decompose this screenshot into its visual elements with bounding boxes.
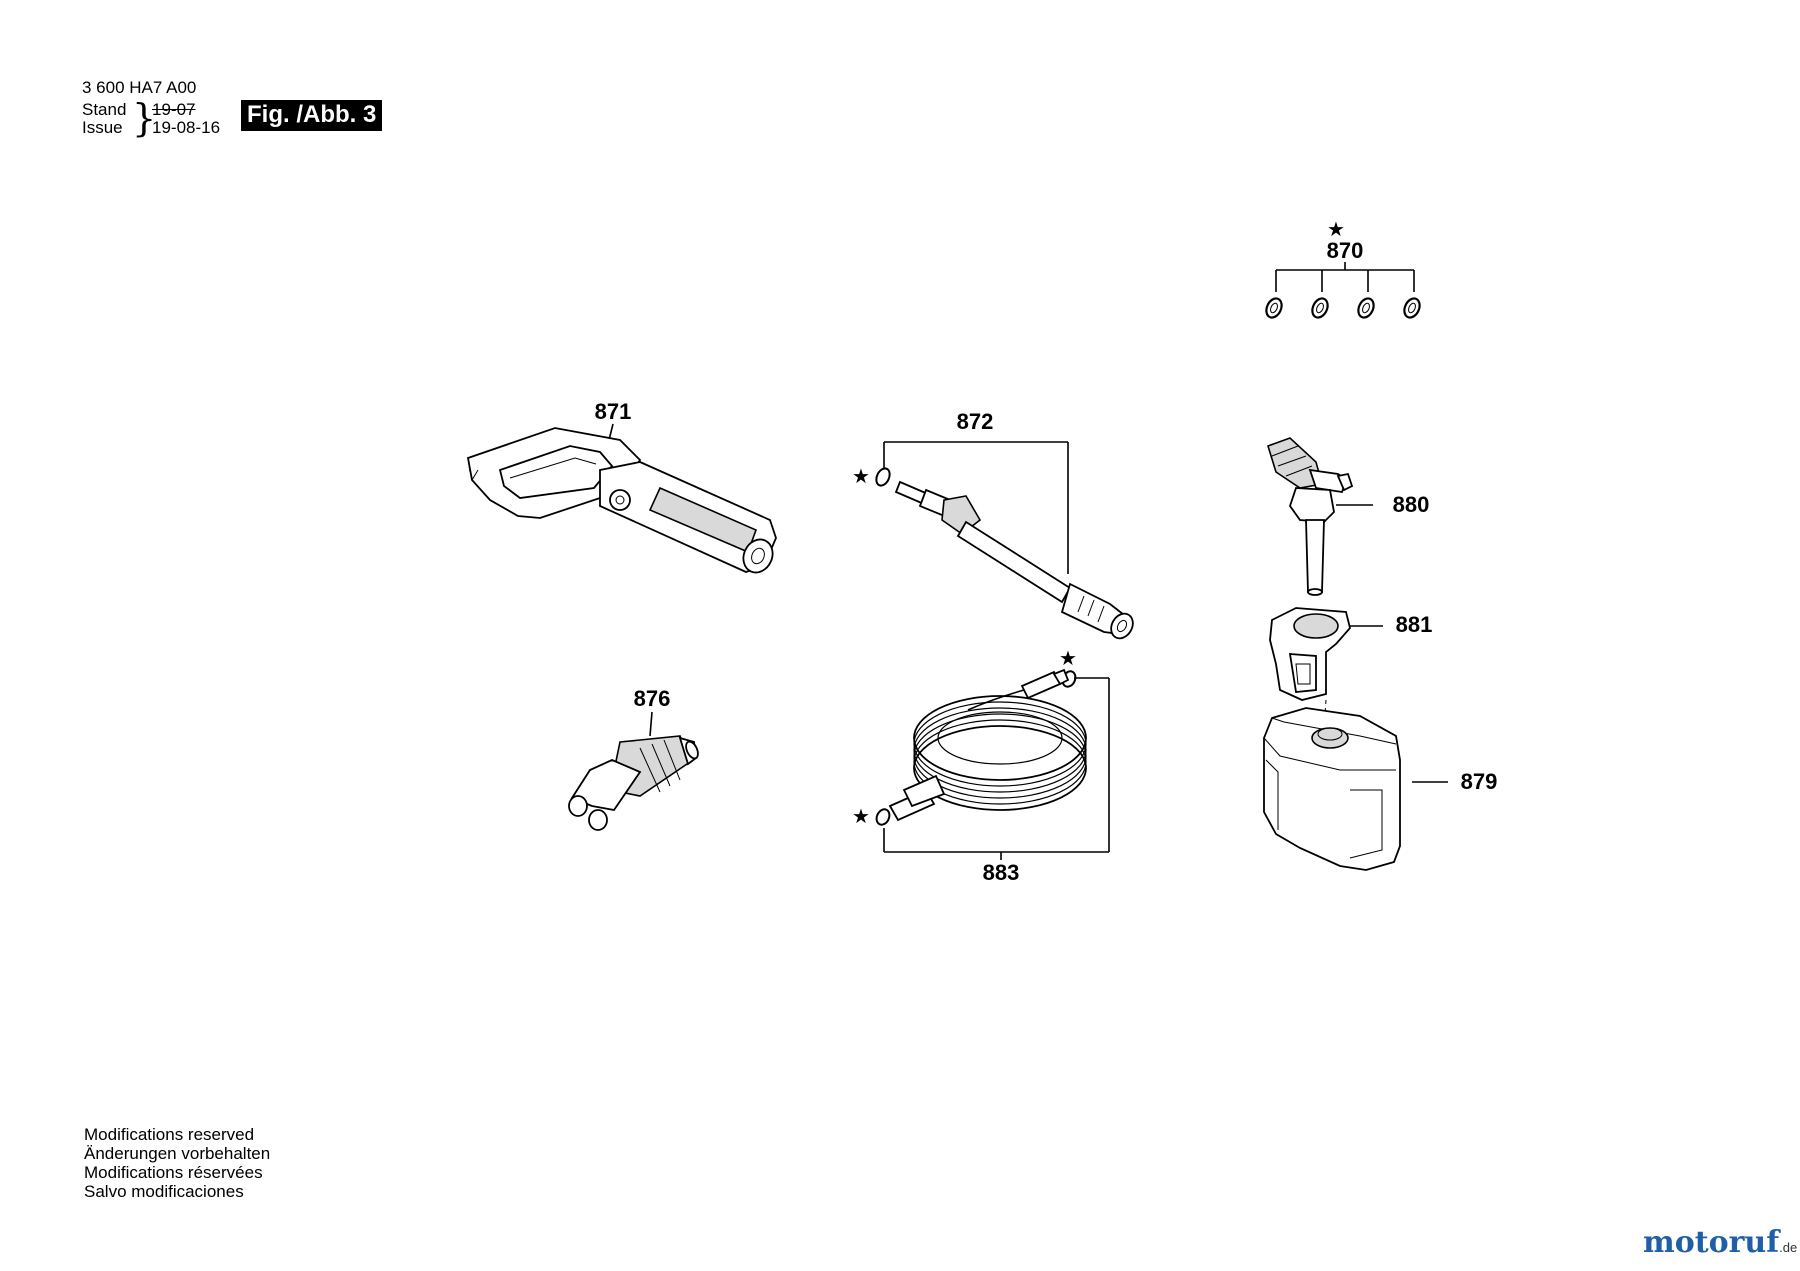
part-872-number: 872 bbox=[957, 409, 994, 434]
note-de: Änderungen vorbehalten bbox=[84, 1144, 271, 1163]
hose-coil-icon bbox=[888, 668, 1087, 822]
part-883-star-bottom: ★ bbox=[852, 804, 870, 828]
stand-date: 19-07 bbox=[152, 100, 196, 119]
o-ring-icon bbox=[1403, 297, 1421, 319]
part-880-number: 880 bbox=[1393, 492, 1430, 517]
part-883-hose: ★ ★ 883 bbox=[852, 646, 1110, 885]
tank-holder-icon bbox=[1269, 607, 1351, 731]
part-883-star-top: ★ bbox=[1059, 646, 1077, 670]
part-870-o-ring-set: ★ 870 bbox=[1265, 217, 1421, 319]
part-880-detergent-nozzle: 880 bbox=[1267, 437, 1430, 596]
doc-number: 3 600 HA7 A00 bbox=[82, 78, 197, 97]
part-871-spray-gun: 871 bbox=[466, 399, 777, 574]
part-870-number: 870 bbox=[1327, 238, 1364, 263]
o-ring-icon bbox=[875, 467, 891, 487]
o-ring-icon bbox=[1311, 297, 1329, 319]
motoruf-logo: motoruf.de bbox=[1643, 1226, 1797, 1265]
part-871-number: 871 bbox=[595, 399, 632, 424]
note-fr: Modifications réservées bbox=[84, 1163, 263, 1182]
note-en: Modifications reserved bbox=[84, 1125, 255, 1144]
part-872-lance: 872 ★ bbox=[852, 409, 1134, 640]
issue-date: 19-08-16 bbox=[152, 118, 221, 137]
part-872-star: ★ bbox=[852, 464, 870, 488]
part-876-number: 876 bbox=[634, 686, 671, 711]
nozzle-icon bbox=[568, 735, 699, 831]
note-es: Salvo modificaciones bbox=[84, 1182, 244, 1201]
o-ring-icon bbox=[1265, 297, 1283, 319]
lance-icon bbox=[894, 480, 1134, 640]
logo-brand: motoruf bbox=[1643, 1225, 1780, 1260]
issue-label: Issue bbox=[82, 118, 123, 137]
part-881-number: 881 bbox=[1396, 612, 1433, 637]
figure-label: Fig. /Abb. 3 bbox=[241, 100, 383, 131]
logo-tld: .de bbox=[1779, 1240, 1798, 1255]
part-881-tank-holder: 881 bbox=[1269, 607, 1433, 731]
spray-gun-icon bbox=[466, 427, 777, 574]
footer-notes: Modifications reserved Änderungen vorbeh… bbox=[84, 1125, 270, 1201]
detergent-tank-icon bbox=[1263, 707, 1401, 871]
o-ring-icon bbox=[1357, 297, 1375, 319]
part-876-nozzle: 876 bbox=[568, 686, 699, 831]
date-brace-icon: } bbox=[132, 96, 157, 140]
part-879-detergent-tank: 879 bbox=[1263, 707, 1498, 871]
o-ring-icon bbox=[875, 808, 891, 826]
detergent-nozzle-icon bbox=[1267, 437, 1354, 596]
part-870-star: ★ bbox=[1327, 217, 1345, 241]
part-879-number: 879 bbox=[1461, 769, 1498, 794]
part-883-number: 883 bbox=[983, 860, 1020, 885]
stand-label: Stand bbox=[82, 100, 127, 119]
